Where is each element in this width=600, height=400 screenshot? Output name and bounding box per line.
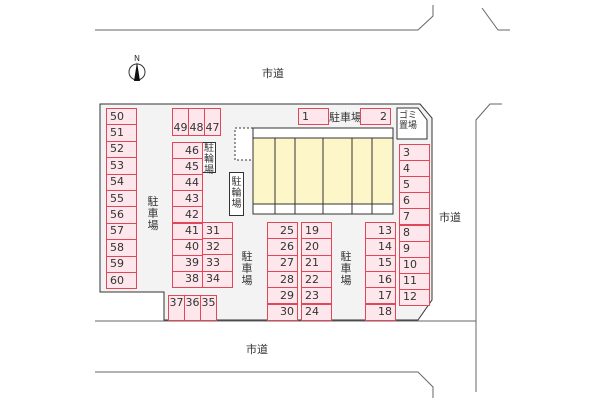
parking-stall: 60 <box>106 272 137 290</box>
parking-stall: 52 <box>106 140 137 159</box>
parking-stall: 34 <box>202 270 233 288</box>
parking-stall: 29 <box>267 287 298 305</box>
parking-stall: 18 <box>365 303 396 321</box>
parking-stall: 55 <box>106 190 137 208</box>
bicycle-parking-2: 駐輪場 <box>229 172 244 216</box>
parking-stall: 7 <box>399 208 430 226</box>
parking-stall: 42 <box>172 206 203 224</box>
parking-stall: 45 <box>172 158 203 176</box>
parking-stall: 50 <box>106 108 137 126</box>
parking-label-left: 駐車場 <box>147 195 159 232</box>
parking-stall: 20 <box>301 238 332 256</box>
parking-stall: 23 <box>301 287 332 305</box>
parking-stall: 5 <box>399 176 430 194</box>
parking-stall: 40 <box>172 238 203 256</box>
parking-stall: 47 <box>204 108 221 136</box>
road-edges <box>95 5 510 398</box>
road-label-south: 市道 <box>246 343 268 356</box>
parking-stall: 22 <box>301 270 332 289</box>
parking-stall: 41 <box>172 222 203 240</box>
parking-label-top: 駐車場 <box>329 111 362 124</box>
parking-label-right: 駐車場 <box>340 250 352 287</box>
parking-stall: 56 <box>106 206 137 224</box>
bicycle-parking-1: 駐輪場 <box>202 142 216 176</box>
building-site-dashed <box>234 127 254 161</box>
parking-stall: 11 <box>399 272 430 290</box>
parking-stall: 4 <box>399 160 430 178</box>
parking-stall: 49 <box>172 108 189 136</box>
building <box>252 127 394 215</box>
road-label-north: 市道 <box>262 67 284 80</box>
parking-stall: 6 <box>399 192 430 210</box>
garbage-label: ゴミ置場 <box>399 111 418 131</box>
parking-stall: 21 <box>301 254 332 272</box>
parking-stall: 1 <box>298 108 329 125</box>
compass-north-label: N <box>134 54 140 63</box>
parking-stall: 32 <box>202 238 233 256</box>
parking-stall: 57 <box>106 222 137 241</box>
parking-label-center: 駐車場 <box>241 250 253 287</box>
parking-stall: 38 <box>172 270 203 288</box>
parking-stall: 33 <box>202 254 233 272</box>
parking-stall: 53 <box>106 157 137 175</box>
parking-stall: 54 <box>106 173 137 191</box>
parking-stall: 48 <box>188 108 205 136</box>
parking-stall: 14 <box>365 238 396 256</box>
garbage-area <box>396 107 428 140</box>
parking-stall: 30 <box>267 303 298 321</box>
parking-stall: 17 <box>365 287 396 305</box>
parking-stall: 51 <box>106 124 137 142</box>
parking-stall: 15 <box>365 254 396 272</box>
parking-stall: 27 <box>267 254 298 272</box>
parking-stall: 35 <box>200 295 217 321</box>
compass-icon <box>128 62 146 81</box>
parking-stall: 8 <box>399 224 430 242</box>
parking-stall: 16 <box>365 270 396 289</box>
parking-stall: 2 <box>360 108 391 125</box>
parking-stall: 19 <box>301 222 332 240</box>
parking-stall: 37 <box>168 295 185 321</box>
parking-stall: 58 <box>106 239 137 257</box>
parking-stall: 26 <box>267 238 298 256</box>
road-label-east: 市道 <box>439 211 461 224</box>
parking-stall: 9 <box>399 240 430 258</box>
parking-stall: 10 <box>399 256 430 274</box>
parking-stall: 43 <box>172 190 203 208</box>
parking-stall: 12 <box>399 288 430 306</box>
parking-stall: 28 <box>267 270 298 289</box>
parking-stall: 13 <box>365 222 396 240</box>
parking-stall: 31 <box>202 222 233 240</box>
parking-stall: 46 <box>172 142 203 160</box>
parking-stall: 24 <box>301 303 332 321</box>
parking-stall: 59 <box>106 255 137 273</box>
parking-stall: 25 <box>267 222 298 240</box>
parking-stall: 39 <box>172 254 203 272</box>
parking-stall: 44 <box>172 174 203 192</box>
parking-stall: 3 <box>399 144 430 162</box>
parking-stall: 36 <box>184 295 201 321</box>
